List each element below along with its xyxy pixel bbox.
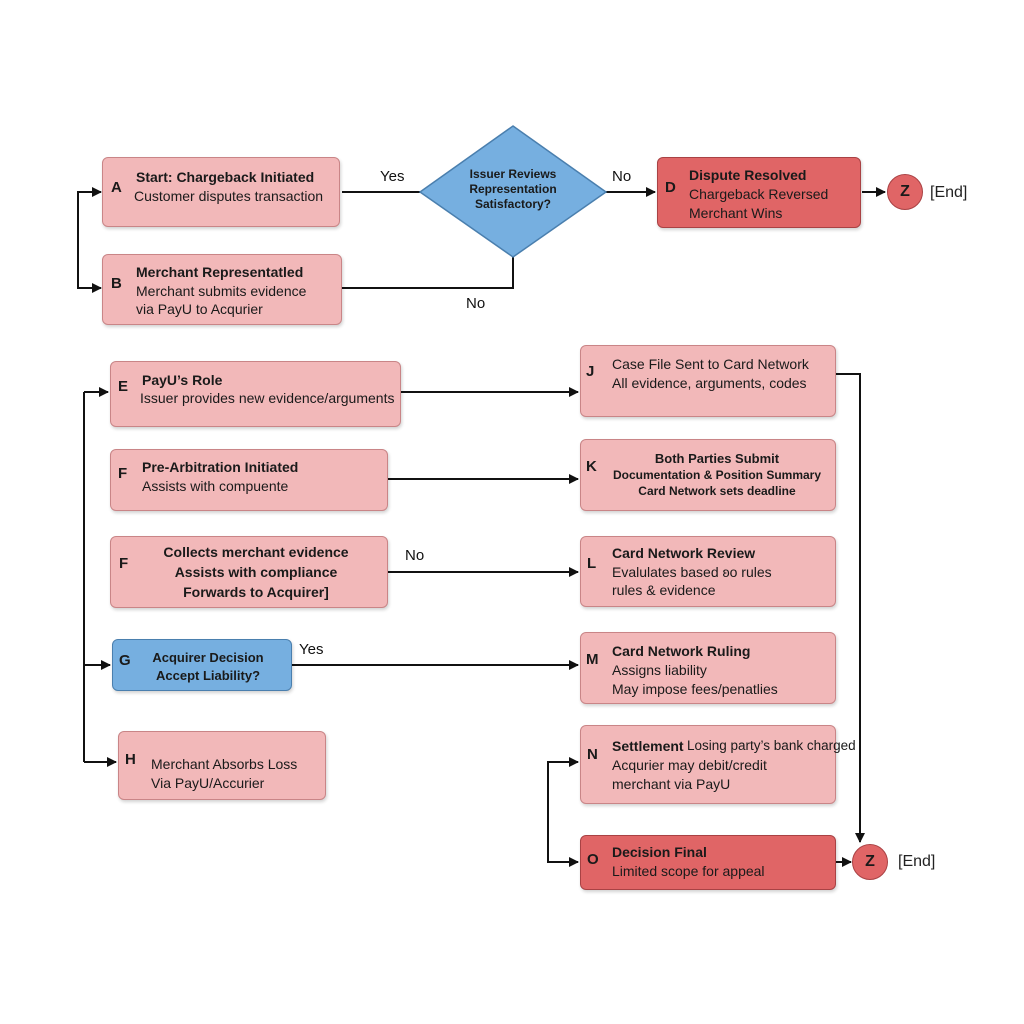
node-text: Documentation & Position Summary	[612, 468, 822, 482]
edge-loop-to-o	[547, 762, 579, 867]
node-j: J Case File Sent to Card Network All evi…	[580, 345, 836, 417]
node-letter: M	[586, 651, 599, 668]
node-letter: O	[587, 851, 599, 868]
node-a: A Start: Chargeback Initiated Customer d…	[102, 157, 340, 227]
edge-label-no: No	[612, 168, 632, 185]
node-text: Merchant Wins	[689, 205, 783, 221]
node-l: L Card Network Review Evalulates based ʚ…	[580, 536, 836, 607]
edge-label-no: No	[405, 547, 425, 564]
node-g: G Acquirer Decision Accept Liability?	[112, 639, 292, 691]
decision-text: Representation	[469, 182, 557, 196]
edge-j-to-end	[836, 373, 865, 843]
node-h: H Merchant Absorbs Loss Via PayU/Accurie…	[118, 731, 326, 800]
node-letter: K	[586, 458, 597, 475]
node-text: Acquirer Decision	[152, 650, 264, 665]
node-title: Case File Sent to Card Network	[612, 356, 809, 372]
node-letter: F	[118, 465, 128, 482]
node-n: N Settlement Losing party’s bank charged…	[580, 725, 856, 804]
node-letter: N	[587, 746, 598, 763]
node-text: Losing party’s bank charged	[687, 738, 856, 753]
node-d: D Dispute Resolved Chargeback Reversed M…	[657, 157, 861, 228]
node-title: PayU’s Role	[142, 372, 223, 388]
node-text: Limited scope for appeal	[612, 863, 765, 879]
node-text: Merchant submits evidence	[136, 283, 307, 299]
end-label-top: [End]	[930, 184, 968, 201]
node-title: Decision Final	[612, 844, 707, 860]
node-title: Card Network Ruling	[612, 643, 751, 659]
node-text: Accept Liability?	[155, 668, 261, 683]
edge-label-no: No	[466, 295, 486, 312]
node-e: E PayU’s Role Issuer provides new eviden…	[110, 361, 401, 427]
node-text: Assists with compuente	[142, 478, 289, 494]
decision-issuer-reviews: Issuer Reviews Representation Satisfacto…	[449, 167, 577, 212]
node-text: via PayU to Acqurier	[136, 301, 263, 317]
edge-label-yes: Yes	[299, 641, 324, 658]
node-title: Start: Chargeback Initiated	[136, 169, 315, 185]
node-text: rules & evidence	[612, 582, 716, 598]
node-text: Acqurier may debit/credit	[612, 757, 767, 773]
node-text: Via PayU/Accurier	[151, 775, 265, 791]
node-text: May impose fees/penatlies	[612, 681, 778, 697]
node-title: Pre-Arbitration Initiated	[142, 459, 299, 475]
node-m: M Card Network Ruling Assigns liability …	[580, 632, 836, 704]
node-text: Customer disputes transaction	[134, 188, 324, 204]
edge-loop-to-a	[77, 187, 102, 288]
node-title: Dispute Resolved	[689, 167, 807, 183]
node-text: Issuer provides new evidence/arguments	[140, 390, 395, 406]
decision-text: Satisfactory?	[474, 197, 552, 211]
edge-loop-to-b	[77, 192, 102, 293]
decision-text: Issuer Reviews	[469, 167, 557, 181]
node-text: Evalulates based ʚo rules	[612, 564, 772, 580]
node-text-block: Both Parties Submit Documentation & Posi…	[599, 451, 835, 499]
edge-loop-to-n	[547, 757, 579, 862]
node-letter: D	[665, 179, 676, 196]
edge-label-yes: Yes	[380, 168, 405, 185]
node-text-block: Acquirer Decision Accept Liability?	[133, 649, 283, 685]
end-node-bottom: Z	[852, 844, 888, 880]
node-letter: J	[586, 363, 595, 380]
node-text: Card Network sets deadline	[638, 484, 796, 498]
node-b: B Merchant Representatled Merchant submi…	[102, 254, 342, 325]
node-text: Merchant Absorbs Loss	[151, 756, 298, 772]
node-title: Settlement	[612, 738, 684, 754]
node-text: merchant via PayU	[612, 776, 731, 792]
node-f-pre-arbitration: F Pre-Arbitration Initiated Assists with…	[110, 449, 388, 511]
node-letter: A	[111, 179, 122, 196]
node-letter: G	[119, 652, 131, 669]
node-text: All evidence, arguments, codes	[612, 375, 807, 391]
node-text: Chargeback Reversed	[689, 186, 829, 202]
node-title: Card Network Review	[612, 545, 756, 561]
edge-diamond-to-b	[342, 257, 514, 289]
node-text: Both Parties Submit	[654, 451, 780, 466]
node-letter: L	[587, 555, 597, 572]
end-node-top: Z	[887, 174, 923, 210]
node-text: Assists with compliance	[174, 564, 338, 580]
node-text: Assigns liability	[612, 662, 707, 678]
node-k: K Both Parties Submit Documentation & Po…	[580, 439, 836, 511]
node-title: Merchant Representatled	[136, 264, 304, 280]
node-letter: H	[125, 751, 136, 768]
node-o: O Decision Final Limited scope for appea…	[580, 835, 836, 890]
node-letter: B	[111, 275, 122, 292]
node-letter: E	[118, 378, 129, 395]
end-label-bottom: [End]	[898, 853, 936, 870]
node-text-block: Collects merchant evidence Assists with …	[131, 542, 381, 602]
decision-diamond-shape	[418, 125, 608, 258]
node-text: Collects merchant evidence	[163, 544, 349, 560]
node-text: Forwards to Acquirer]	[183, 584, 329, 600]
node-letter: F	[119, 555, 129, 572]
node-f-collects-evidence: F Collects merchant evidence Assists wit…	[110, 536, 388, 608]
